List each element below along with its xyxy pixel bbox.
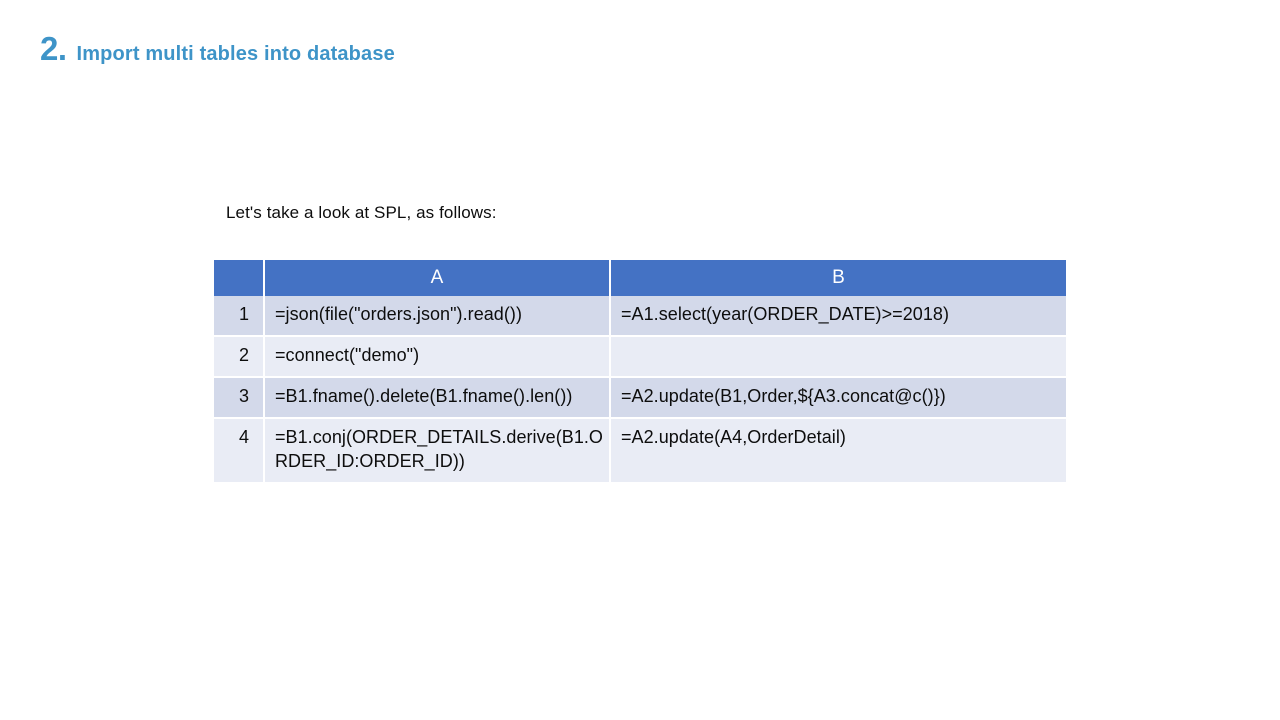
cell-a2: =connect("demo"): [264, 335, 611, 378]
cell-b4: =A2.update(A4,OrderDetail): [610, 417, 1066, 482]
cell-a1: =json(file("orders.json").read()): [264, 296, 611, 337]
table-header: A B: [214, 260, 1066, 296]
title-text: Import multi tables into database: [76, 43, 395, 65]
spl-code-table: A B 1 =json(file("orders.json").read()) …: [214, 260, 1066, 482]
table-row: 4 =B1.conj(ORDER_DETAILS.derive(B1.ORDER…: [214, 417, 1066, 482]
cell-b2: [610, 335, 1066, 378]
cell-b1: =A1.select(year(ORDER_DATE)>=2018): [610, 296, 1066, 337]
row-index-cell: 2: [214, 335, 265, 378]
table-row: 2 =connect("demo"): [214, 335, 1066, 378]
header-column-a: A: [264, 260, 611, 296]
row-index-cell: 3: [214, 376, 265, 419]
header-corner-cell: [214, 260, 265, 296]
cell-a4: =B1.conj(ORDER_DETAILS.derive(B1.ORDER_I…: [264, 417, 611, 482]
table-header-row: A B: [214, 260, 1066, 296]
title-number: 2.: [40, 30, 67, 67]
page-title: 2. Import multi tables into database: [40, 30, 395, 68]
row-index-cell: 1: [214, 296, 265, 337]
intro-paragraph: Let's take a look at SPL, as follows:: [226, 203, 497, 222]
table-row: 3 =B1.fname().delete(B1.fname().len()) =…: [214, 376, 1066, 419]
cell-a3: =B1.fname().delete(B1.fname().len()): [264, 376, 611, 419]
header-column-b: B: [610, 260, 1066, 296]
table-row: 1 =json(file("orders.json").read()) =A1.…: [214, 296, 1066, 337]
table-body: 1 =json(file("orders.json").read()) =A1.…: [214, 296, 1066, 482]
row-index-cell: 4: [214, 417, 265, 482]
cell-b3: =A2.update(B1,Order,${A3.concat@c()}): [610, 376, 1066, 419]
